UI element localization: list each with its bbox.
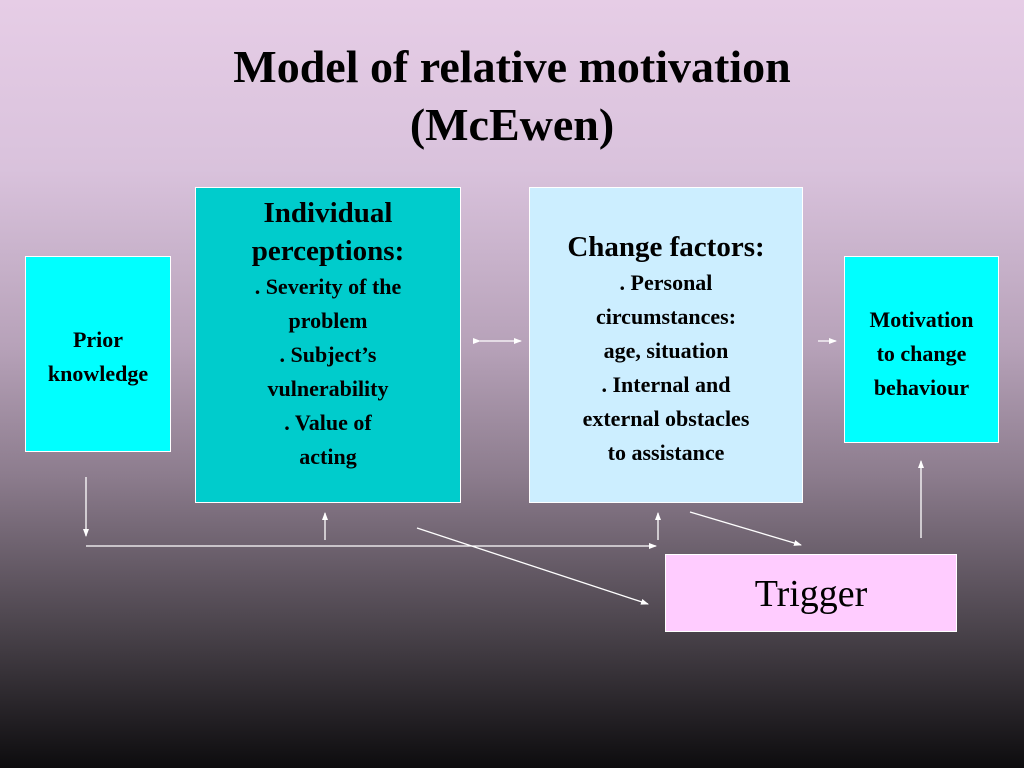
individual-heading-line-1: Individual — [263, 197, 393, 229]
page-title: Model of relative motivation (McEwen) — [0, 38, 1024, 154]
arrow-diagonal-to-trigger — [416, 527, 649, 605]
title-line-2: (McEwen) — [409, 99, 615, 150]
motivation-line-2: to change — [876, 341, 967, 366]
prior-line-1: Prior — [72, 327, 124, 352]
individual-heading-line-2: perceptions: — [251, 235, 405, 267]
individual-item-5: . Value of — [284, 410, 372, 435]
trigger-label: Trigger — [754, 573, 868, 615]
change-item-2: circumstances: — [595, 304, 737, 329]
motivation-box: Motivation to change behaviour — [844, 256, 999, 443]
individual-item-1: . Severity of the — [254, 274, 402, 299]
title-line-1: Model of relative motivation — [233, 41, 791, 92]
change-item-5: external obstacles — [582, 406, 750, 431]
individual-perceptions-box: Individual perceptions: . Severity of th… — [195, 187, 461, 503]
individual-item-6: acting — [299, 444, 357, 469]
arrow-change-to-trigger — [689, 511, 802, 546]
change-factors-box: Change factors: . Personal circumstances… — [529, 187, 803, 503]
trigger-box: Trigger — [665, 554, 957, 632]
individual-item-4: vulnerability — [267, 376, 389, 401]
change-item-1: . Personal — [619, 270, 713, 295]
individual-item-3: . Subject’s — [279, 342, 377, 367]
individual-item-2: problem — [288, 308, 368, 333]
change-heading: Change factors: — [567, 231, 765, 263]
change-item-6: to assistance — [607, 440, 725, 465]
prior-line-2: knowledge — [47, 361, 149, 386]
change-item-3: age, situation — [603, 338, 729, 363]
motivation-line-1: Motivation — [869, 307, 974, 332]
change-item-4: . Internal and — [601, 372, 731, 397]
motivation-line-3: behaviour — [873, 375, 970, 400]
prior-knowledge-box: Prior knowledge — [25, 256, 171, 452]
